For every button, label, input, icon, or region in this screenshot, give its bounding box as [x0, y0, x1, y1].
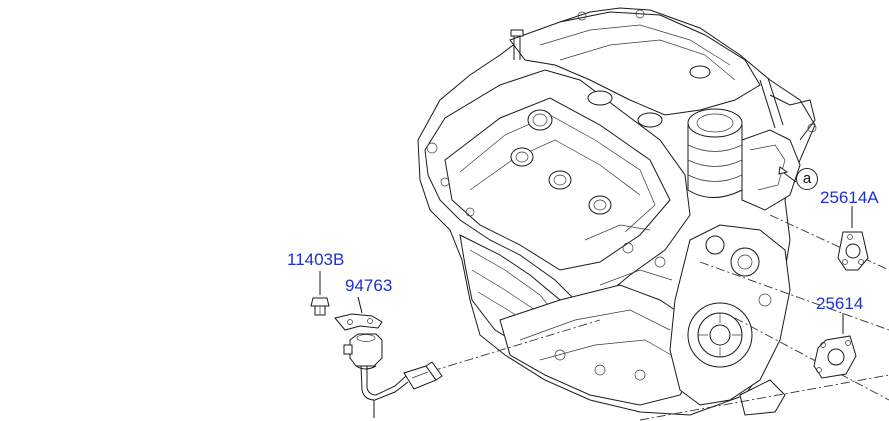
gasket-25614a[interactable] — [837, 206, 869, 271]
bracket-94763[interactable] — [334, 296, 383, 331]
sensor-assembly[interactable] — [343, 333, 443, 418]
part-label-11403b[interactable]: 11403B — [287, 250, 345, 269]
part-label-25614[interactable]: 25614 — [816, 294, 864, 313]
gasket-25614[interactable] — [813, 313, 857, 379]
engine-block-illustration — [417, 7, 817, 416]
assembly-lines — [431, 214, 889, 421]
callout-a: a — [796, 168, 818, 190]
callout-a-arrow — [778, 166, 789, 175]
bolt-11403b[interactable] — [310, 271, 330, 316]
part-label-25614a[interactable]: 25614A — [820, 188, 879, 207]
part-label-94763[interactable]: 94763 — [345, 276, 393, 295]
